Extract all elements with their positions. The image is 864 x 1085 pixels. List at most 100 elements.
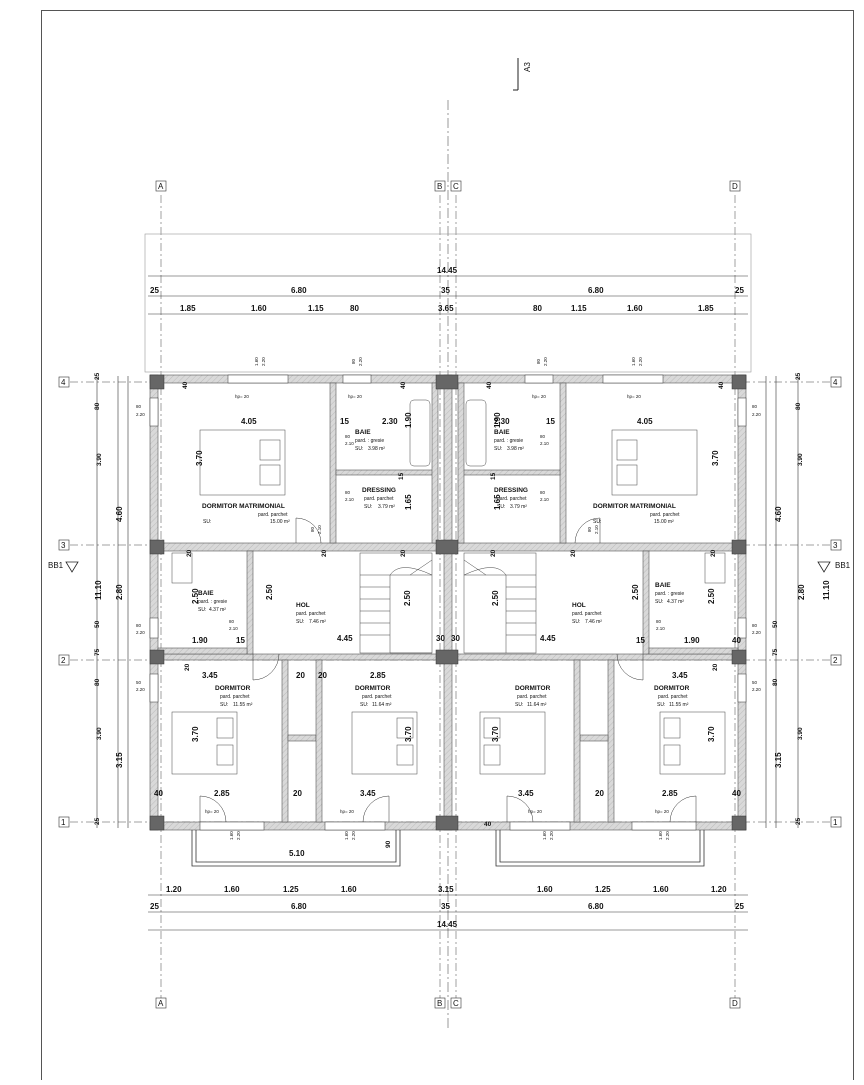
section-cut-left: BB1 [48, 561, 79, 573]
room-name: BAIE [198, 590, 214, 597]
section-marker-top: A3 [513, 58, 532, 91]
dim-bottom-row1-item: 1.60 [224, 885, 240, 894]
interior-dim: 15 [398, 472, 405, 480]
roof-outline [144, 233, 752, 373]
dim-right-chain-item: 3.90 [797, 727, 804, 740]
dim-bottom-row1-item: 1.25 [283, 885, 299, 894]
window-right-h: 2.20 [752, 412, 761, 417]
room-floor: pard. parchet [258, 512, 288, 518]
interior-dim: 15 [546, 417, 555, 426]
room-floor: pard. : gresie [198, 599, 227, 605]
room-name: DORMITOR MATRIMONIAL [202, 503, 285, 510]
axis-bubbles-right: 4 3 2 1 [830, 376, 842, 828]
axis-1-right: 1 [833, 818, 838, 827]
room-name: DORMITOR [654, 685, 690, 692]
dim-right-outer-item: 4.60 [774, 506, 783, 522]
window-label: 80 [351, 358, 356, 364]
section-cut-label-right: BB1 [835, 561, 851, 570]
interior-dim: 20 [293, 789, 302, 798]
dim-bottom-row2-item: 25 [150, 902, 159, 911]
dim-left-chain-item: 80 [94, 678, 101, 686]
dim-bottom-row2: 25 6.80 35 6.80 25 [150, 902, 744, 911]
door-label: 80 [540, 434, 546, 439]
room-area: 7.46 m² [585, 619, 602, 625]
interior-dim: 15 [636, 636, 645, 645]
dim-right-chain-item: 75 [772, 648, 779, 656]
interior-dim: 2.50 [403, 590, 412, 606]
sill-height: hp= 20 [528, 809, 542, 814]
interior-dim: 2.85 [662, 789, 678, 798]
dim-top-row2-item: 25 [735, 286, 744, 295]
sill-height: hp= 20 [340, 809, 354, 814]
interior-dim: 2.50 [707, 588, 716, 604]
interior-dim: 90 [385, 840, 392, 848]
dim-right-outer-item: 2.80 [797, 584, 806, 600]
axis-a-bottom: A [158, 999, 164, 1008]
room-area: 3.98 m² [507, 446, 524, 452]
dim-left-chain-item: 3.90 [96, 453, 103, 466]
door-label: 2.10 [345, 441, 354, 446]
dim-top-row3-item: 80 [533, 304, 542, 313]
interior-dim: 2.30 [494, 417, 510, 426]
interior-dims-right: 4.05 2.30 15 40 40 3.70 1.90 1.65 15 2.5… [451, 381, 741, 828]
window-right-w: 80 [752, 404, 758, 409]
room-area-label: SU: [203, 519, 211, 525]
door-label: 80 [540, 490, 546, 495]
window-labels-right: 80 2.20 80 2.20 50 2.20 [752, 404, 761, 692]
room-area: 4.37 m² [667, 599, 684, 605]
window-label: 2.20 [236, 831, 241, 840]
interior-dim: 3.70 [191, 726, 200, 742]
interior-dim: 40 [732, 636, 741, 645]
interior-dim: 2.85 [370, 671, 386, 680]
sill-height: hp= 20 [348, 394, 362, 399]
interior-dim: 15 [236, 636, 245, 645]
interior-dim: 4.45 [540, 634, 556, 643]
window-label: 80 [536, 358, 541, 364]
room-name: BAIE [494, 429, 510, 436]
dim-top-row3-item: 1.60 [627, 304, 643, 313]
room-floor: pard. parchet [572, 611, 602, 617]
dim-top-row3-item: 1.85 [180, 304, 196, 313]
interior-dim: 40 [484, 821, 492, 828]
axis-b-bottom: B [437, 999, 442, 1008]
dim-bottom-row2-item: 6.80 [291, 902, 307, 911]
room-area-label: SU: [296, 619, 304, 625]
window-left-h: 2.20 [136, 630, 145, 635]
room-floor: pard. parchet [658, 694, 688, 700]
door-label: 80 [587, 526, 592, 532]
room-area: 11.55 m² [669, 702, 689, 708]
axis-1-left: 1 [61, 818, 66, 827]
window-right-h: 2.20 [752, 687, 761, 692]
room-label-hall-left: HOL pard. parchet SU: 7.46 m² [296, 602, 326, 625]
window-label: 1.60 [344, 831, 349, 840]
axis-3-right: 3 [833, 541, 838, 550]
interior-dim: 20 [490, 549, 497, 557]
axis-bubbles-left: 4 3 2 1 [58, 376, 70, 828]
interior-dim: 5.10 [289, 849, 305, 858]
room-area: 3.79 m² [510, 504, 527, 510]
dimension-lines-right [765, 376, 799, 828]
dim-bottom-row1-item: 1.20 [166, 885, 182, 894]
window-left-h: 2.20 [136, 687, 145, 692]
room-label-bath-right: BAIE pard. : gresie SU: 3.98 m² [494, 429, 524, 452]
dim-right-chain-item: 80 [772, 678, 779, 686]
room-name: HOL [572, 602, 586, 609]
room-label-bedroom-b-left: DORMITOR pard. parchet SU: 11.64 m² [355, 685, 392, 708]
dim-left-outer: 4.60 2.80 3.15 [115, 506, 124, 768]
grid-axes-vertical [160, 195, 736, 1000]
window-left-h: 2.20 [136, 412, 145, 417]
room-label-dressing-right: DRESSING pard. parchet SU: 3.79 m² [494, 487, 528, 510]
interior-dim: 20 [184, 663, 191, 671]
door-label: 80 [345, 434, 351, 439]
dim-top-row2-item: 35 [441, 286, 450, 295]
interior-dim: 3.70 [711, 450, 720, 466]
interior-dim: 3.70 [195, 450, 204, 466]
interior-dim: 1.90 [404, 412, 413, 428]
dim-right-chain-item: 25 [795, 817, 802, 825]
window-label: 1.60 [254, 357, 259, 366]
columns [149, 374, 747, 831]
window-right-h: 2.20 [752, 630, 761, 635]
staircase-left [359, 552, 433, 654]
doors [199, 517, 697, 823]
